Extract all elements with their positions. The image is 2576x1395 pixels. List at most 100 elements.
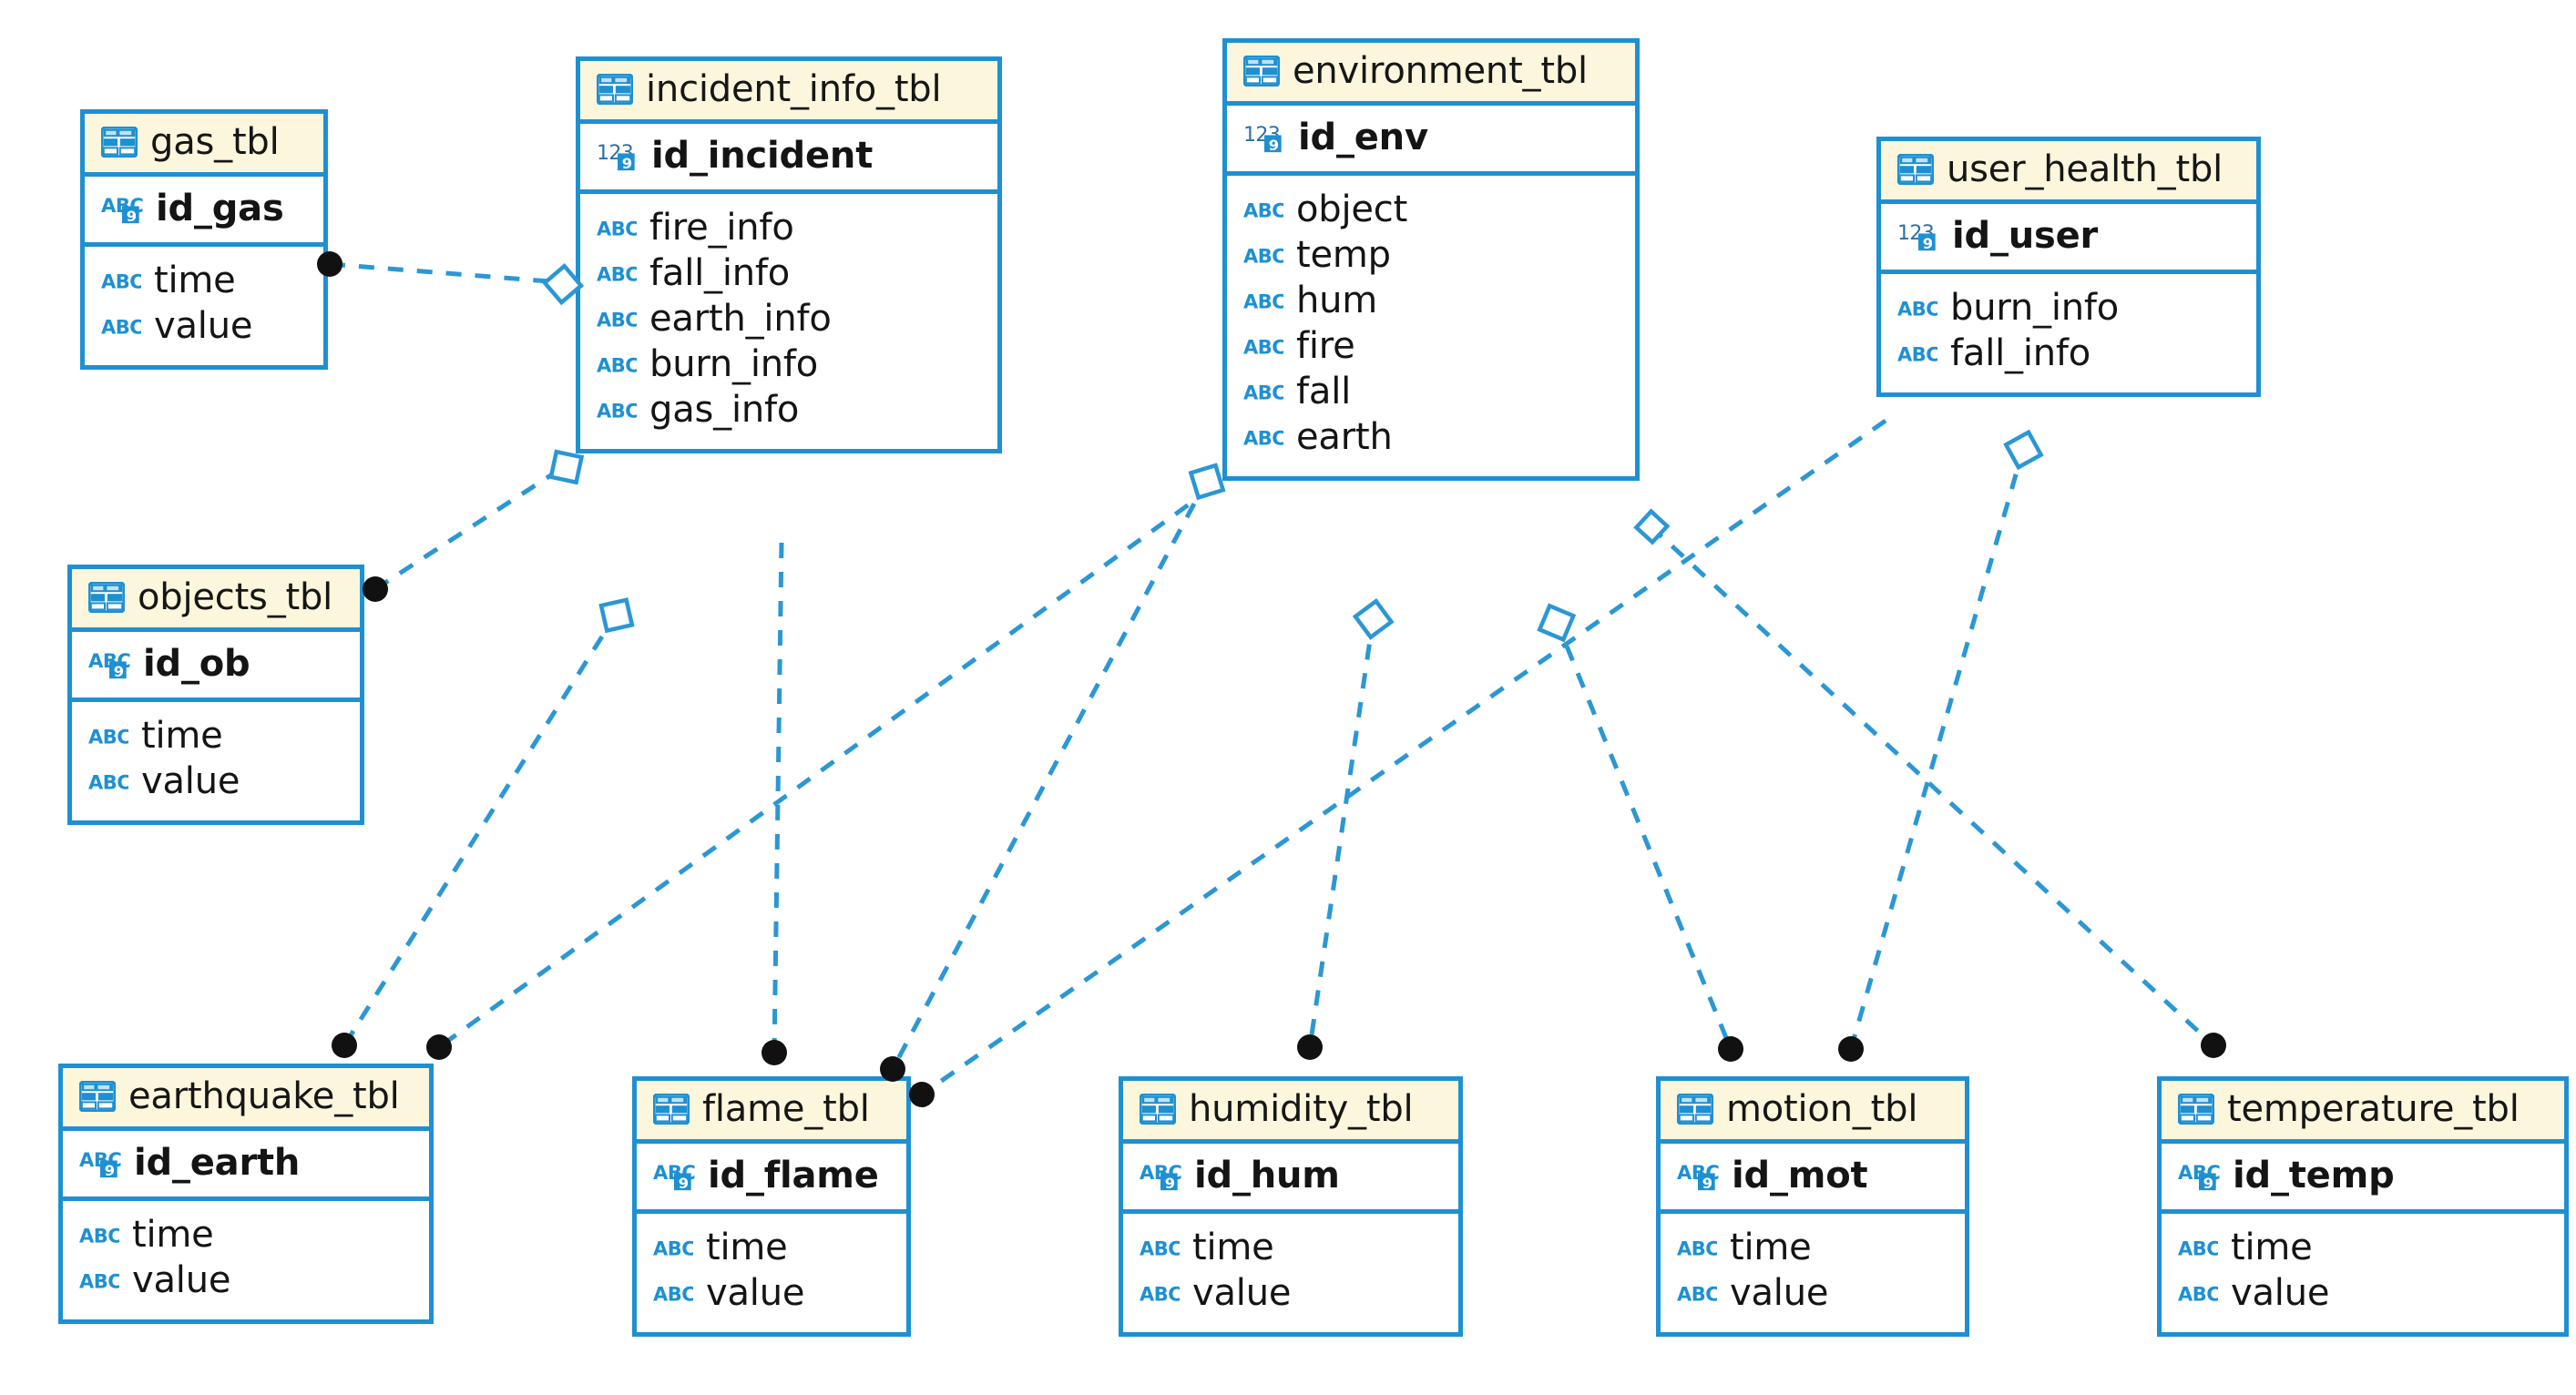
table-incident_info_tbl[interactable]: incident_info_tbl 123 9 id_incident ABC … [576,56,1002,453]
field-row[interactable]: ABC value [653,1270,892,1316]
table-flame_tbl[interactable]: flame_tbl ABC 9 id_flame ABC time [632,1076,911,1337]
field-row-pk[interactable]: ABC 9 id_hum [1140,1153,1444,1198]
field-row[interactable]: ABC object [1243,187,1620,232]
field-name: value [1192,1272,1292,1314]
field-row-pk[interactable]: ABC 9 id_gas [101,186,309,231]
abc-icon: ABC [597,354,637,376]
field-row-pk[interactable]: 123 9 id_incident [597,133,983,178]
field-row-pk[interactable]: ABC 9 id_temp [2178,1153,2550,1198]
primary-key-section-temperature_tbl: ABC 9 id_temp [2162,1144,2564,1214]
primary-key-section-gas_tbl: ABC 9 id_gas [85,177,323,247]
abc-key-icon: ABC 9 [1677,1161,1719,1191]
table-title: temperature_tbl [2227,1088,2520,1130]
primary-key-section-humidity_tbl: ABC 9 id_hum [1123,1144,1458,1214]
field-name: id_earth [134,1142,301,1184]
svg-text:9: 9 [1165,1175,1175,1191]
field-row[interactable]: ABC value [1677,1270,1950,1316]
field-row[interactable]: ABC time [1677,1225,1950,1270]
table-title: earthquake_tbl [128,1075,400,1117]
table-temperature_tbl[interactable]: temperature_tbl ABC 9 id_temp ABC time [2157,1076,2569,1337]
svg-text:ABC: ABC [653,1237,693,1259]
field-row-pk[interactable]: ABC 9 id_ob [88,641,345,687]
relationship-edge-rel-incident-flame [772,542,784,1054]
field-row[interactable]: ABC fall_info [1897,331,2242,376]
abc-icon: ABC [1243,199,1283,221]
table-icon [597,74,633,105]
abc-icon: ABC [88,771,128,793]
table-header-user_health_tbl: user_health_tbl [1881,141,2256,204]
field-row[interactable]: ABC fire [1243,323,1620,369]
field-name: fall_info [1950,332,2091,374]
field-row[interactable]: ABC value [101,303,309,349]
table-earthquake_tbl[interactable]: earthquake_tbl ABC 9 id_earth ABC time [58,1064,434,1324]
field-row[interactable]: ABC hum [1243,278,1620,323]
field-row[interactable]: ABC value [1140,1270,1444,1316]
field-name: value [706,1272,805,1314]
table-icon [1677,1094,1713,1125]
table-header-objects_tbl: objects_tbl [72,569,360,632]
to-marker-dot-rel-userhealth-flame [906,1079,937,1114]
svg-text:9: 9 [679,1175,689,1191]
svg-text:9: 9 [1923,235,1933,251]
field-row[interactable]: ABC time [1140,1225,1444,1270]
columns-section-flame_tbl: ABC time ABC value [637,1214,906,1332]
field-row-pk[interactable]: 123 9 id_env [1243,115,1620,160]
svg-text:ABC: ABC [597,263,637,285]
abc-key-icon: ABC 9 [101,194,143,224]
field-row[interactable]: ABC burn_info [597,341,983,387]
abc-icon: ABC [101,270,141,292]
field-row[interactable]: ABC fire_info [597,205,983,250]
field-row[interactable]: ABC fall_info [597,250,983,296]
field-name: value [1730,1272,1829,1314]
abc-icon: ABC [653,1283,693,1305]
abc-key-icon: ABC 9 [79,1148,121,1178]
field-row[interactable]: ABC time [88,713,345,759]
field-row-pk[interactable]: 123 9 id_user [1897,213,2242,259]
abc-icon: ABC [1677,1237,1717,1259]
field-name: time [154,260,236,301]
field-row[interactable]: ABC value [79,1258,414,1303]
table-user_health_tbl[interactable]: user_health_tbl 123 9 id_user ABC burn_i… [1876,137,2261,397]
table-header-flame_tbl: flame_tbl [637,1081,906,1144]
table-header-earthquake_tbl: earthquake_tbl [63,1068,429,1131]
field-row-pk[interactable]: ABC 9 id_mot [1677,1153,1950,1198]
from-marker-diamond-rel-userhealth-motion [1994,417,2053,479]
field-name: fall [1296,371,1352,412]
relationship-edge-rel-env-flame [890,476,1211,1071]
field-name: id_env [1298,117,1428,158]
field-row[interactable]: ABC time [2178,1225,2550,1270]
field-name: id_hum [1194,1155,1340,1196]
field-row[interactable]: ABC value [88,759,345,804]
table-icon [1243,56,1280,87]
svg-text:ABC: ABC [597,354,637,376]
field-row[interactable]: ABC time [101,258,309,303]
from-marker-diamond-rel-env-humidity [1346,589,1401,647]
field-row[interactable]: ABC burn_info [1897,285,2242,331]
field-name: temp [1296,234,1391,276]
abc-icon: ABC [1243,382,1283,403]
to-marker-dot-rel-env-motion [1715,1034,1746,1068]
table-gas_tbl[interactable]: gas_tbl ABC 9 id_gas ABC time [80,109,328,370]
field-row[interactable]: ABC earth_info [597,296,983,341]
table-humidity_tbl[interactable]: humidity_tbl ABC 9 id_hum ABC time [1119,1076,1463,1337]
field-row[interactable]: ABC temp [1243,232,1620,278]
columns-section-incident_info_tbl: ABC fire_info ABC fall_info ABC earth_in… [580,194,997,449]
field-row[interactable]: ABC earth [1243,414,1620,460]
field-row-pk[interactable]: ABC 9 id_flame [653,1153,892,1198]
field-row-pk[interactable]: ABC 9 id_earth [79,1140,414,1186]
field-row[interactable]: ABC time [653,1225,892,1270]
table-icon [79,1081,116,1112]
primary-key-section-flame_tbl: ABC 9 id_flame [637,1144,906,1214]
field-row[interactable]: ABC value [2178,1270,2550,1316]
field-row[interactable]: ABC time [79,1212,414,1258]
svg-text:9: 9 [622,155,632,171]
field-row[interactable]: ABC fall [1243,369,1620,414]
field-name: fire_info [649,207,794,249]
abc-key-icon: ABC 9 [1140,1161,1181,1191]
table-environment_tbl[interactable]: environment_tbl 123 9 id_env ABC object [1222,38,1640,481]
field-row[interactable]: ABC gas_info [597,387,983,433]
to-marker-dot-rel-userhealth-motion [1835,1034,1866,1068]
table-motion_tbl[interactable]: motion_tbl ABC 9 id_mot ABC time [1656,1076,1969,1337]
table-objects_tbl[interactable]: objects_tbl ABC 9 id_ob ABC time [67,565,364,825]
table-icon [2178,1094,2214,1125]
